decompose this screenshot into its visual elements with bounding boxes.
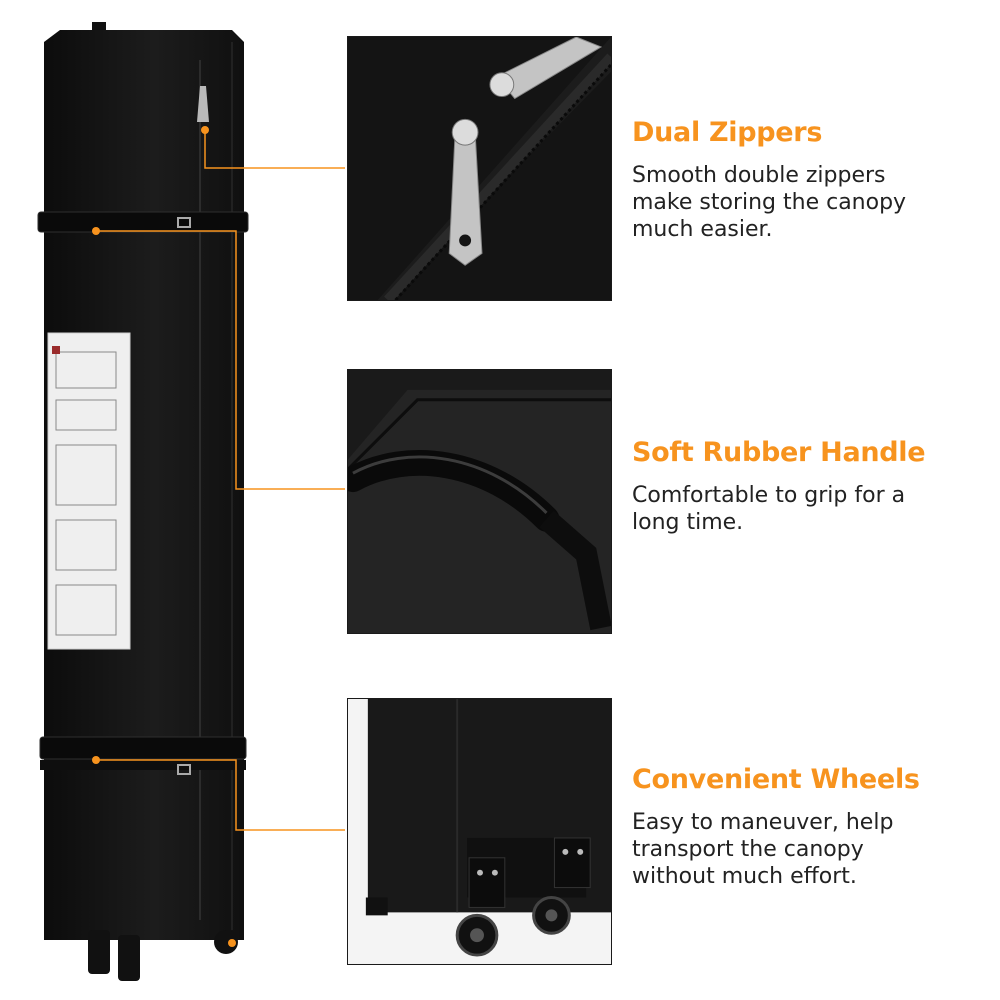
feature-line: much easier. [632, 216, 773, 242]
feature-line: Easy to maneuver, help [632, 809, 894, 835]
feature-line: Smooth double zippers [632, 162, 886, 188]
feature-soft-rubber-handle: Soft Rubber Handle Comfortable to grip f… [632, 438, 972, 536]
feature-description: Easy to maneuver, help transport the can… [632, 809, 972, 890]
feature-line: long time. [632, 509, 744, 535]
feature-convenient-wheels: Convenient Wheels Easy to maneuver, help… [632, 765, 972, 890]
feature-title: Convenient Wheels [632, 764, 920, 795]
feature-dual-zippers: Dual Zippers Smooth double zippers make … [632, 118, 972, 243]
feature-description: Smooth double zippers make storing the c… [632, 162, 972, 243]
feature-line: Comfortable to grip for a [632, 482, 906, 508]
feature-title: Soft Rubber Handle [632, 437, 926, 468]
handle-closeup-panel [347, 369, 612, 634]
zipper-closeup-panel [347, 36, 612, 301]
feature-description: Comfortable to grip for a long time. [632, 482, 972, 536]
zipper-closeup-icon [348, 37, 611, 300]
feature-line: without much effort. [632, 863, 857, 889]
wheels-closeup-icon [348, 699, 611, 964]
wheels-closeup-panel [347, 698, 612, 965]
handle-closeup-icon [348, 370, 611, 633]
feature-title: Dual Zippers [632, 117, 823, 148]
feature-line: transport the canopy [632, 836, 864, 862]
feature-line: make storing the canopy [632, 189, 907, 215]
